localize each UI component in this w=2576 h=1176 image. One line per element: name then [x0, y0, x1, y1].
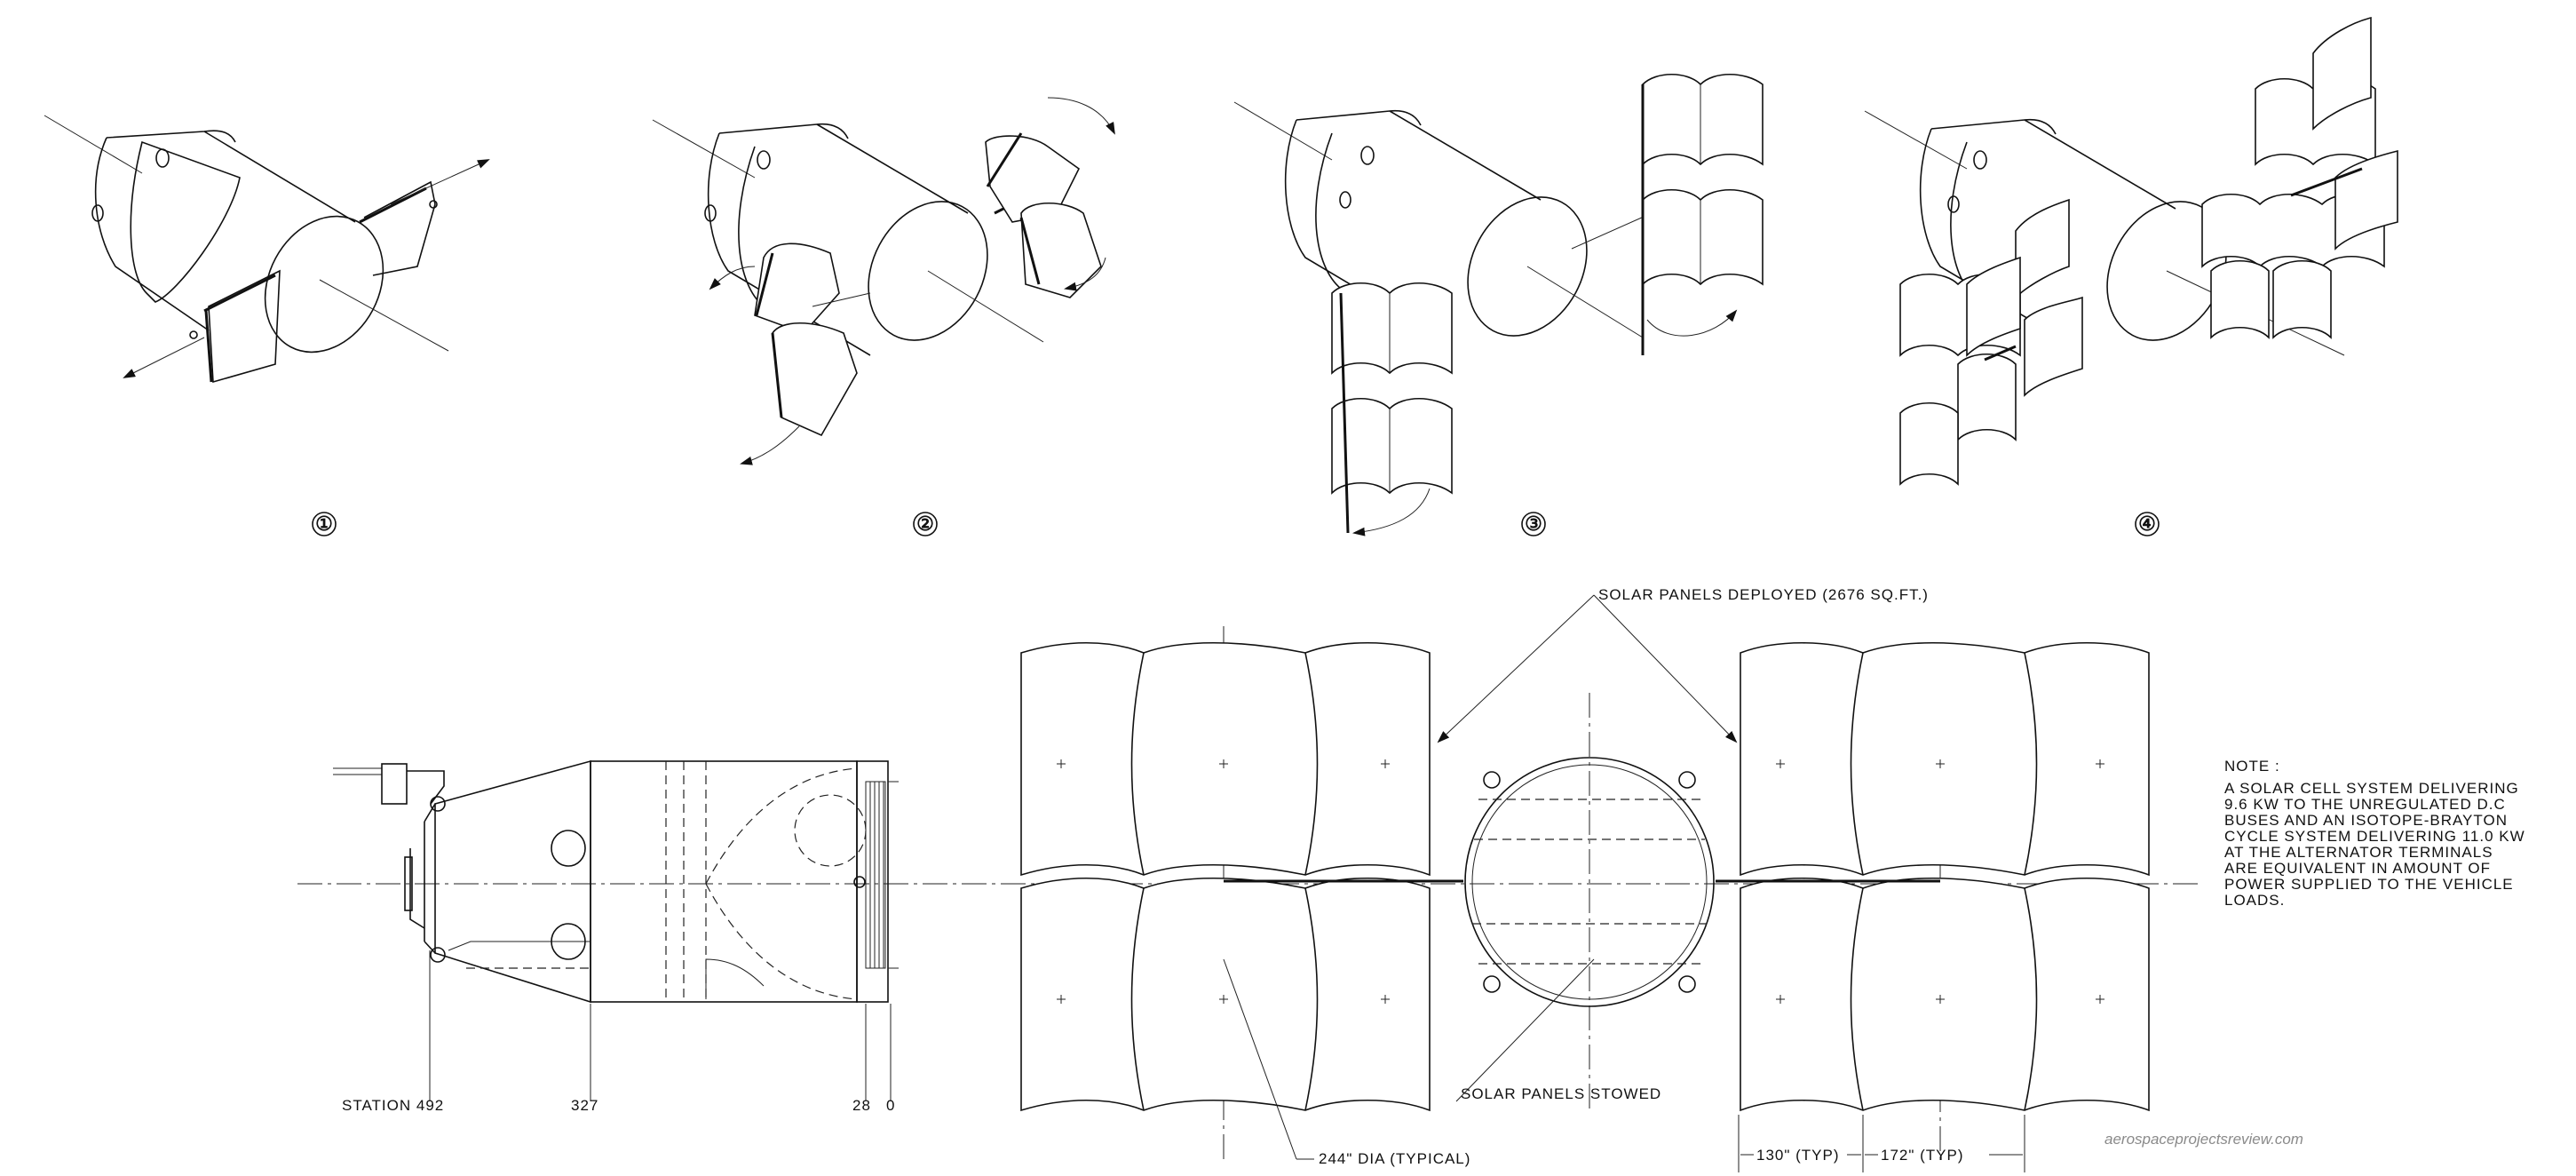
note-line: BUSES AND AN ISOTOPE-BRAYTON [2224, 812, 2508, 829]
note-line: AT THE ALTERNATOR TERMINALS [2224, 844, 2493, 861]
step-marker-icon [2135, 512, 2160, 536]
iso-view-step-4 [1864, 16, 2398, 486]
station-492-label: STATION 492 [342, 1097, 444, 1114]
watermark: aerospaceprojectsreview.com [2104, 1131, 2303, 1148]
station-0-label: 0 [886, 1097, 895, 1114]
iso-view-step-3 [1233, 73, 1764, 536]
iso-view-step-2 [652, 97, 1115, 465]
note-line: LOADS. [2224, 892, 2285, 909]
top-view-solar-array [1020, 594, 2150, 1172]
step-marker-icon [1521, 512, 1546, 536]
diameter-callout: 244" DIA (TYPICAL) [1319, 1150, 1470, 1167]
station-327-label: 327 [571, 1097, 598, 1114]
step-4-label: ④ [2138, 513, 2156, 535]
note-line: POWER SUPPLIED TO THE VEHICLE [2224, 876, 2514, 893]
solar-panels-deployed-callout: SOLAR PANELS DEPLOYED (2676 SQ.FT.) [1598, 586, 1929, 603]
step-1-label: ① [315, 513, 333, 535]
dimension-130-label: 130" (TYP) [1756, 1147, 1840, 1164]
note-line: 9.6 KW TO THE UNREGULATED D.C [2224, 796, 2506, 813]
note-line: ARE EQUIVALENT IN AMOUNT OF [2224, 860, 2491, 877]
station-28-label: 28 [852, 1097, 871, 1114]
note-line: CYCLE SYSTEM DELIVERING 11.0 KW [2224, 828, 2525, 845]
note-block: NOTE : A SOLAR CELL SYSTEM DELIVERING 9.… [2224, 758, 2525, 909]
step-marker-icon [312, 512, 337, 536]
step-2-label: ② [916, 513, 934, 535]
step-marker-icon [913, 512, 938, 536]
step-3-label: ③ [1525, 513, 1542, 535]
solar-panels-stowed-callout: SOLAR PANELS STOWED [1461, 1085, 1661, 1102]
iso-view-step-1 [44, 115, 490, 384]
note-heading: NOTE : [2224, 758, 2280, 775]
dimension-172-label: 172" (TYP) [1881, 1147, 1964, 1164]
note-line: A SOLAR CELL SYSTEM DELIVERING [2224, 780, 2519, 797]
